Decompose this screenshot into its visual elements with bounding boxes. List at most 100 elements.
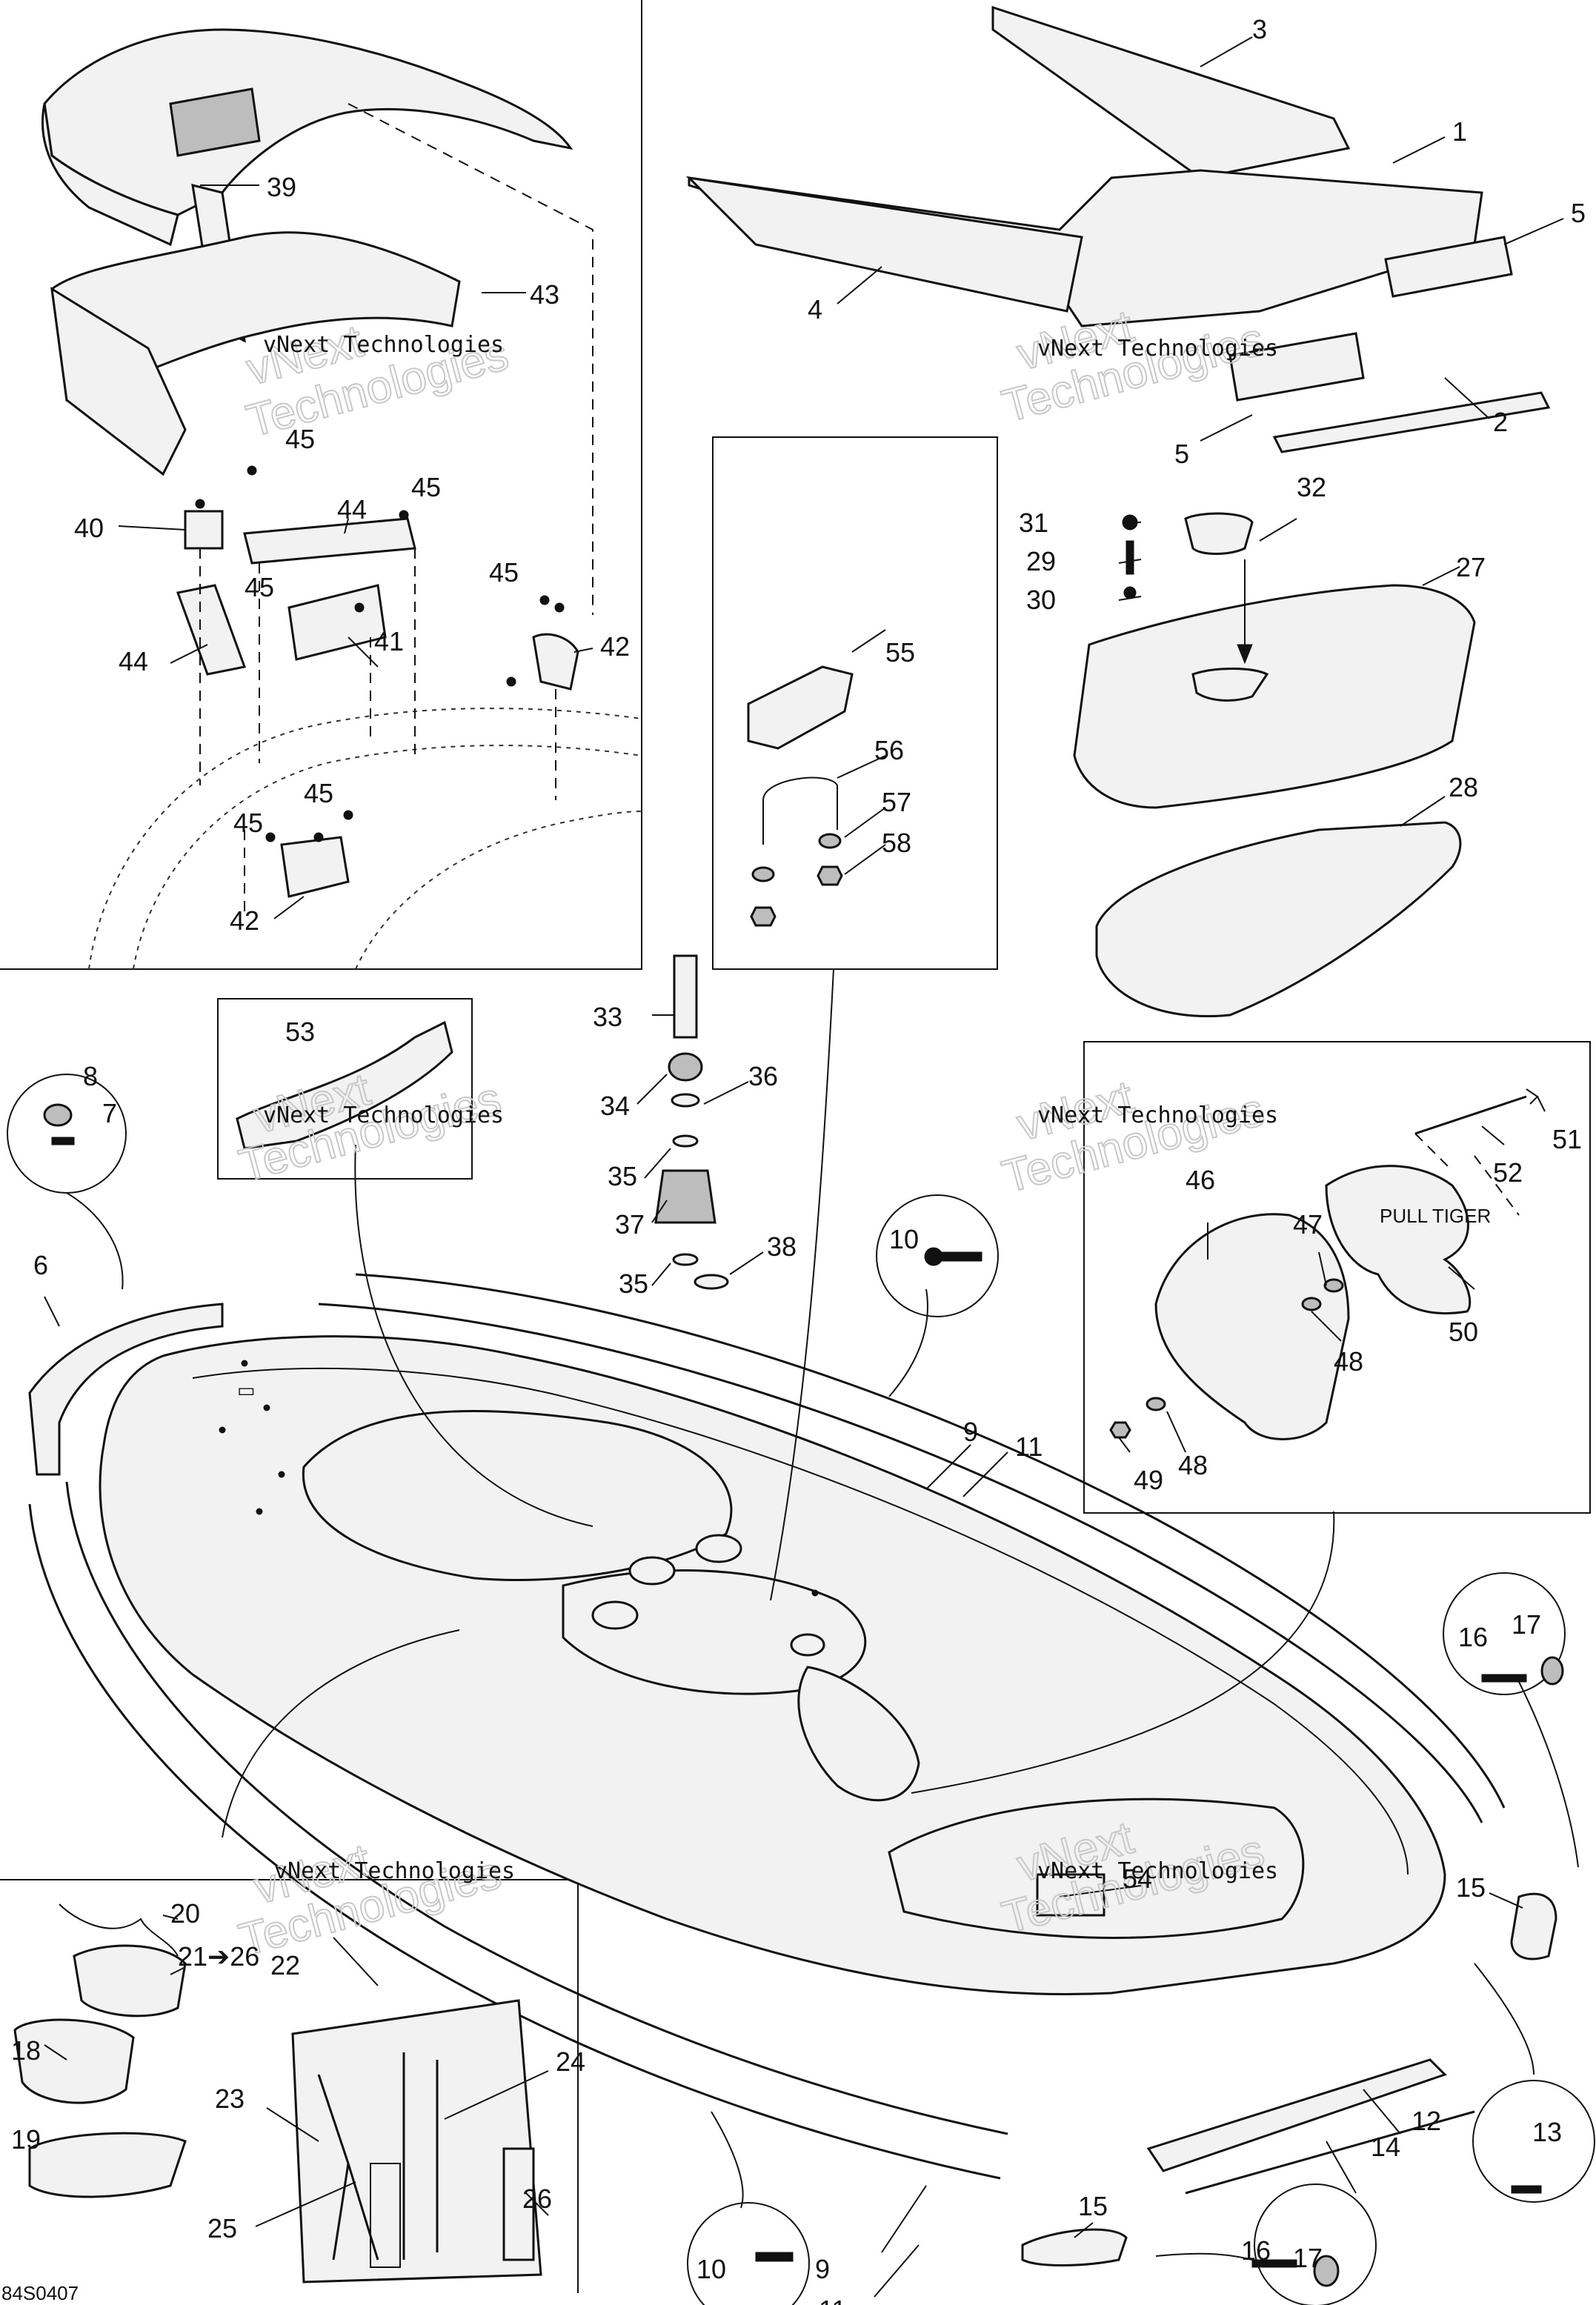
bracket-53-flow-line — [354, 1144, 593, 1527]
callout-39: 39 — [267, 172, 296, 202]
callout-21-26: 21➔26 — [178, 1941, 259, 1972]
callout-52: 52 — [1493, 1157, 1523, 1188]
callout-22: 22 — [270, 1950, 300, 1980]
callout-51: 51 — [1552, 1124, 1582, 1154]
bracket-42-right — [532, 633, 579, 691]
callout-45-c: 45 — [489, 557, 519, 588]
deck-assembly: ▭ — [28, 1273, 1557, 2266]
cap-32 — [1184, 512, 1254, 555]
callout-49: 49 — [1134, 1465, 1163, 1495]
seat-cover-side — [41, 103, 179, 247]
u-bolt-56 — [762, 776, 838, 845]
pliers-23 — [317, 2074, 379, 2261]
callout-16-bottom: 16 — [1241, 2235, 1271, 2266]
callout-44-side: 44 — [119, 646, 148, 676]
callout-12: 12 — [1412, 2106, 1441, 2136]
callout-19: 19 — [11, 2124, 41, 2155]
handle-flow-line — [770, 968, 834, 1601]
callout-45-a: 45 — [285, 424, 315, 454]
washer-38 — [694, 1274, 729, 1290]
callout-35-top: 35 — [608, 1161, 637, 1191]
detail-circle-16-17b — [1254, 2183, 1377, 2305]
callout-27: 27 — [1456, 552, 1486, 582]
bracket-40 — [184, 510, 224, 550]
watermark-text-5: vNext Technologies — [274, 1858, 515, 1884]
detail-circle-16-17a — [1443, 1572, 1566, 1695]
watermark-text-2: vNext Technologies — [1037, 336, 1278, 362]
tow-eye-parts: PULL TIGER — [1109, 1088, 1539, 1440]
deck-label: ▭ — [237, 1379, 256, 1401]
storage-handle-inset-frame — [712, 436, 998, 970]
handle-55 — [747, 665, 854, 750]
callout-45-f: 45 — [233, 808, 263, 838]
tow-eye-inset-frame — [1083, 1041, 1591, 1514]
tow-handle-tag: PULL TIGER — [1380, 1205, 1491, 1227]
mount-stack — [654, 954, 729, 1290]
tool-26 — [502, 2147, 535, 2261]
handle-parts — [747, 665, 854, 927]
tow-guide-line — [1414, 1133, 1520, 1216]
tool-bag-22 — [291, 1999, 542, 2284]
storage-tray-18 — [13, 2018, 135, 2104]
callout-37: 37 — [615, 1209, 645, 1240]
pouch-21 — [73, 1944, 187, 2018]
callout-3: 3 — [1252, 14, 1267, 44]
callout-13: 13 — [1532, 2117, 1562, 2147]
bracket-44-side — [176, 584, 247, 676]
callout-34: 34 — [600, 1091, 630, 1121]
callout-53: 53 — [285, 1017, 315, 1047]
rub-rail-9-right — [355, 1273, 1506, 1809]
callout-8: 8 — [83, 1061, 98, 1091]
spring-51 — [1526, 1088, 1539, 1105]
callout-45-d: 45 — [245, 572, 274, 602]
tow-handle-50 — [1325, 1165, 1472, 1315]
callout-17-bottom: 17 — [1293, 2243, 1323, 2273]
tether-20 — [59, 1903, 179, 1957]
seat-guide-line — [348, 103, 593, 615]
bracket-53 — [236, 1020, 453, 1150]
detail-16-leader — [1518, 1681, 1579, 1868]
washer-35-bottom — [672, 1253, 699, 1266]
rear-corner-15-right — [1510, 1892, 1557, 1960]
callout-6: 6 — [33, 1250, 48, 1280]
callout-46: 46 — [1186, 1165, 1215, 1195]
seat-latch-plate — [169, 87, 261, 157]
seat-base-front — [50, 287, 187, 476]
bracket-41 — [287, 584, 387, 661]
callout-14: 14 — [1371, 2132, 1400, 2162]
callout-15-right: 15 — [1456, 1872, 1486, 1903]
detail-circles — [7, 1074, 1595, 2305]
washer-36 — [671, 1093, 700, 1108]
detail-circle-10a — [876, 1194, 999, 1317]
detail-10b-leader — [711, 2111, 744, 2209]
callout-33: 33 — [593, 1002, 622, 1032]
callout-18: 18 — [11, 2035, 41, 2066]
callout-56: 56 — [874, 735, 904, 765]
callout-31: 31 — [1019, 508, 1048, 538]
grommet-37 — [654, 1169, 716, 1224]
detail-circle-10b — [687, 2202, 810, 2305]
tool-kit-flow-line — [222, 1629, 460, 1838]
bracket-42-left — [280, 836, 350, 898]
rub-rail-11-right — [318, 1303, 1483, 1823]
cover-pad-4 — [685, 176, 1083, 313]
tool-kit-parts — [13, 1903, 542, 2284]
cover-pad-3 — [991, 5, 1351, 179]
hull-dotted-outline-2 — [133, 745, 642, 970]
watermark-text-3: vNext Technologies — [263, 1102, 504, 1128]
pin-52 — [1414, 1095, 1527, 1135]
tool-25 — [370, 2163, 401, 2268]
callout-55: 55 — [885, 637, 915, 668]
rub-rail-11-left — [28, 1503, 1001, 2180]
decal-5-right — [1384, 236, 1513, 298]
callout-leaders — [44, 36, 1564, 2298]
connector-lines — [66, 968, 1579, 2261]
strip-2 — [1272, 391, 1551, 453]
detail-circle-7-8 — [7, 1074, 127, 1194]
callout-35-bottom: 35 — [619, 1268, 648, 1299]
callout-1: 1 — [1452, 116, 1467, 147]
callout-23: 23 — [215, 2083, 245, 2114]
callout-45-b: 45 — [411, 472, 441, 502]
front-bumper-6 — [28, 1303, 224, 1476]
detail-13-leader — [1474, 1963, 1535, 2075]
